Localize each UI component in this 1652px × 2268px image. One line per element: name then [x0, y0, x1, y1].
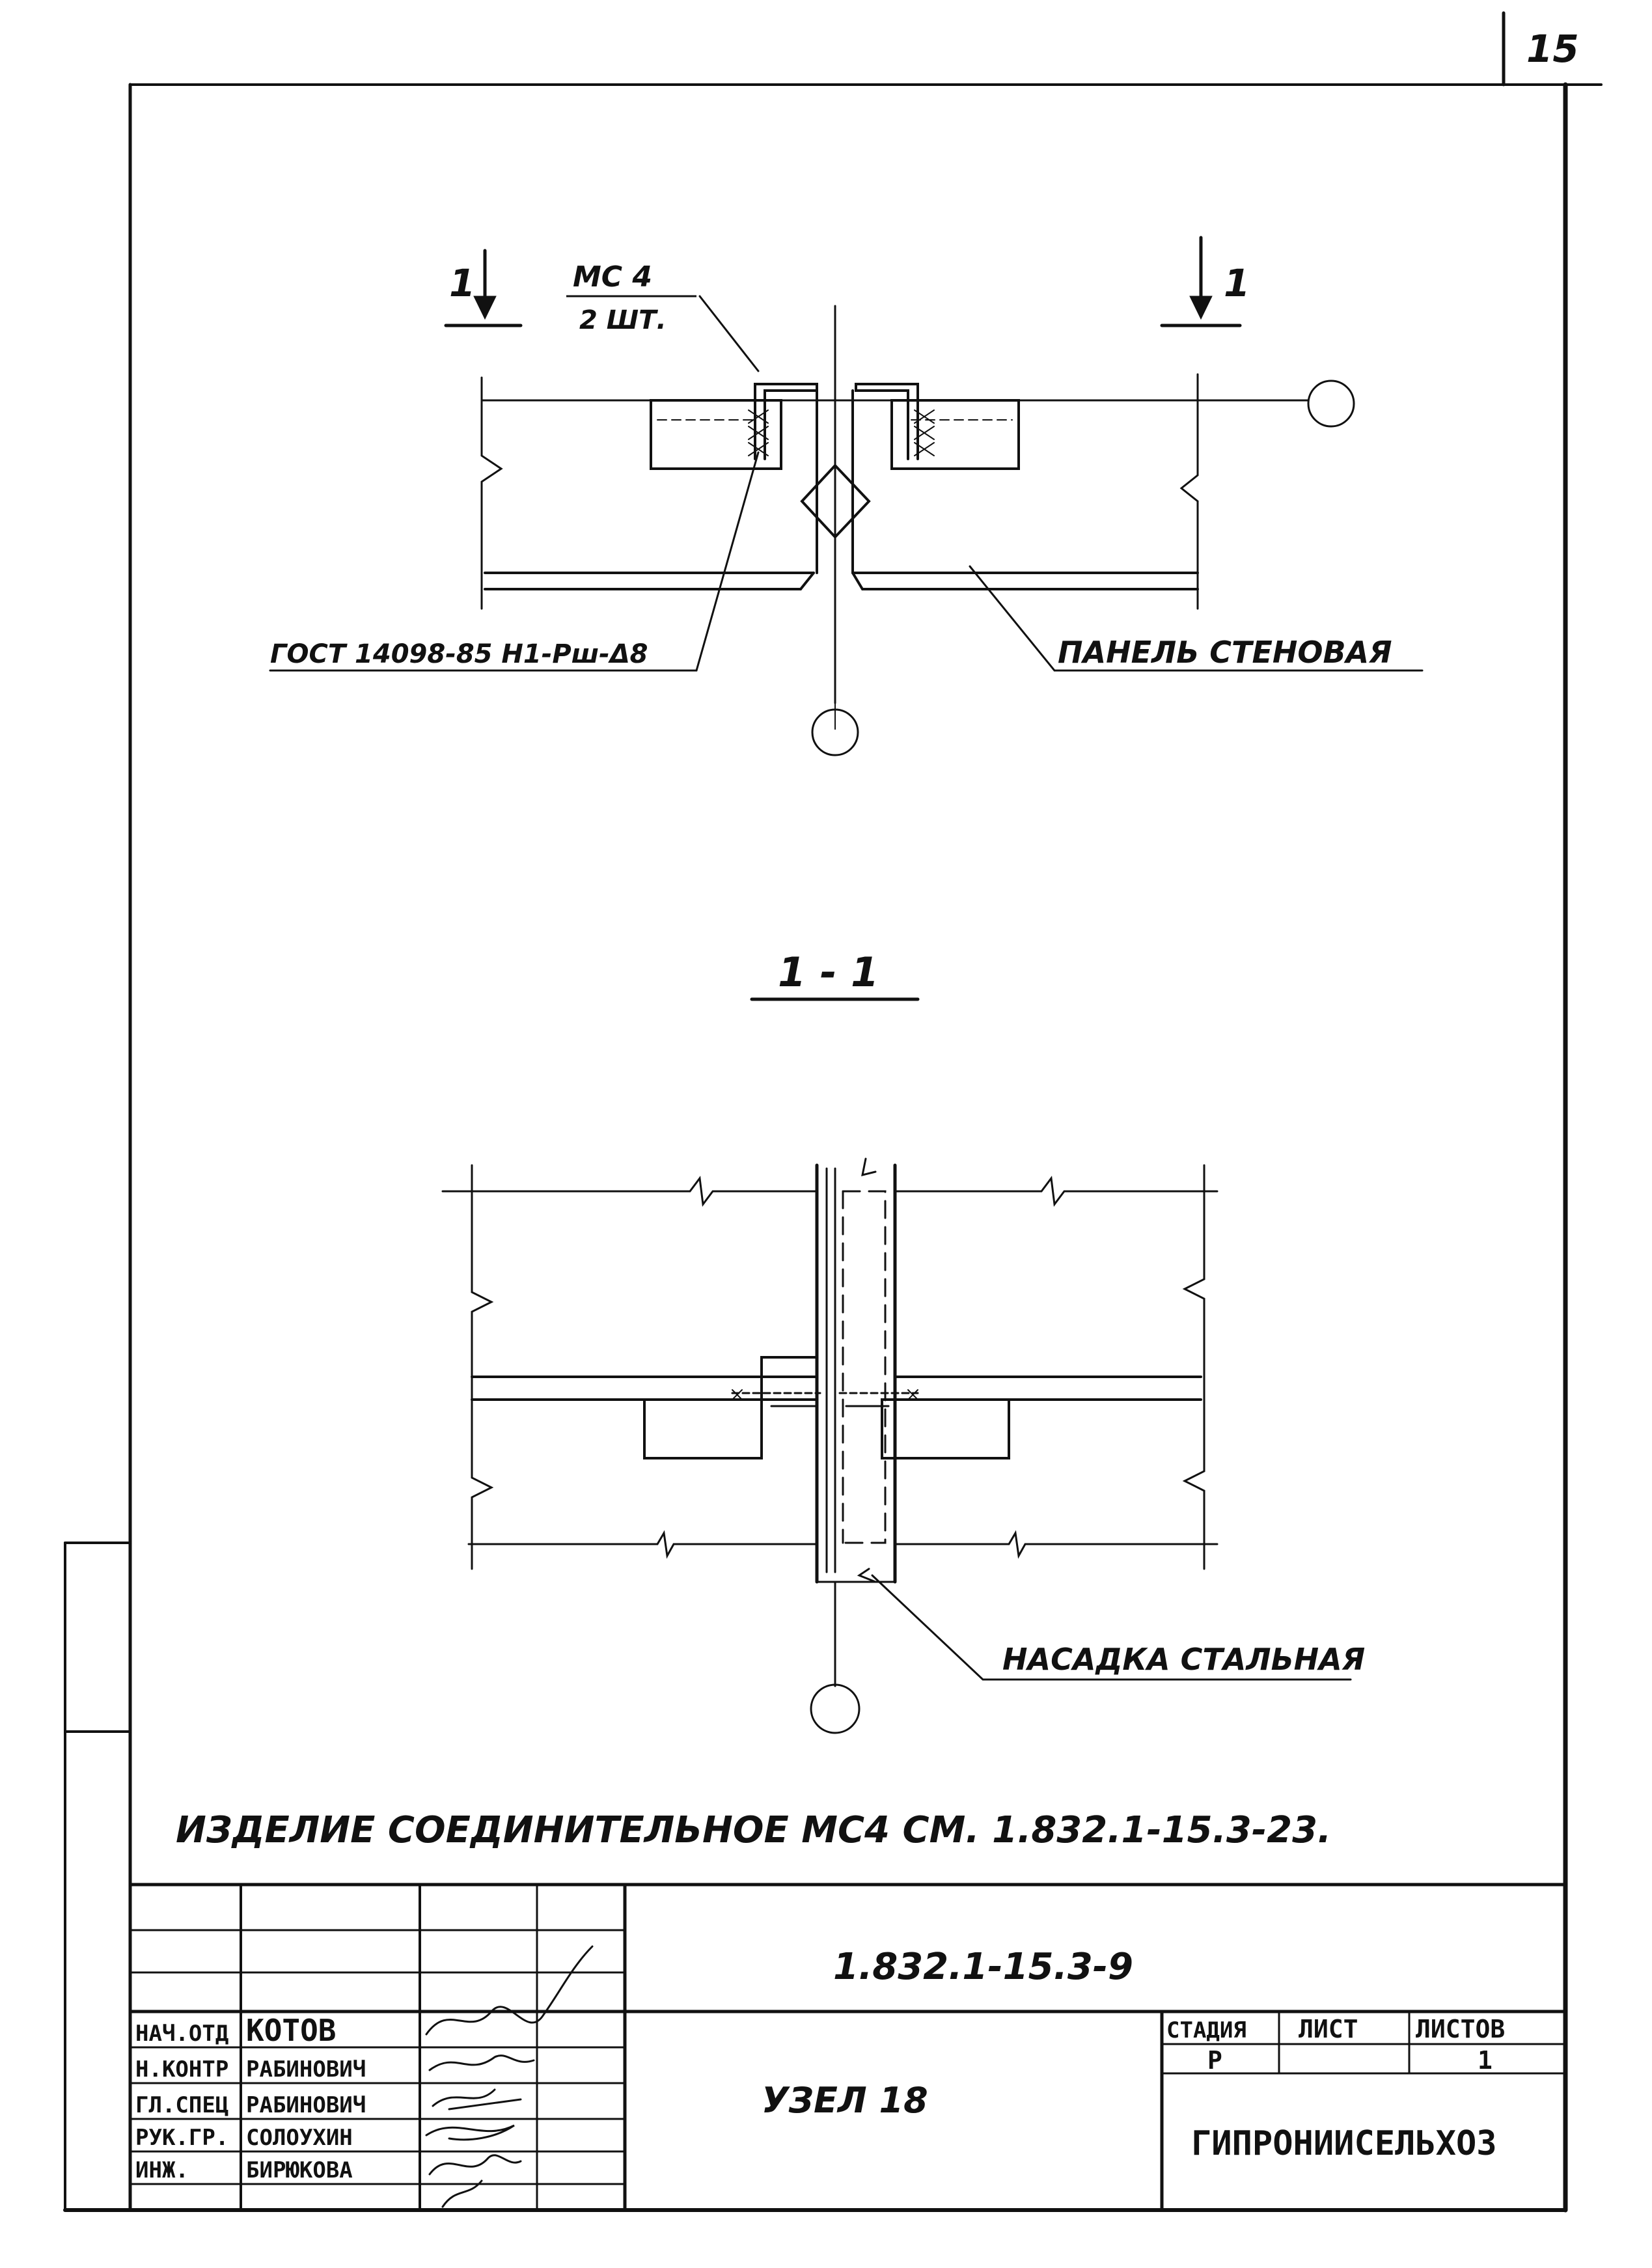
connector-label: МС 4 [573, 260, 652, 294]
section-mark-left: 1 [449, 261, 475, 305]
sheets-value: 1 [1478, 2046, 1493, 2075]
drawing-title: УЗЕЛ 18 [762, 2080, 928, 2121]
role-5: ИНЖ. [135, 2157, 189, 2183]
role-1: НАЧ.ОТД [135, 2021, 228, 2047]
section-title: 1 - 1 [778, 948, 879, 996]
sheets-header: ЛИСТОВ [1416, 2015, 1505, 2043]
title-block-grid [128, 1883, 1567, 2212]
role-3: ГЛ.СПЕЦ [135, 2092, 228, 2118]
nozzle-label: НАСАДКА СТАЛЬНАЯ [1002, 1642, 1365, 1677]
name-3: РАБИНОВИЧ [246, 2092, 366, 2118]
panel-label: ПАНЕЛЬ СТЕНОВАЯ [1058, 635, 1392, 670]
gost-label: ГОСТ 14098-85 Н1-Рш-Δ8 [270, 639, 648, 669]
role-4: РУК.ГР. [135, 2125, 228, 2151]
sheet-number: 15 [1526, 27, 1579, 71]
sheet-frame [63, 11, 1603, 2213]
stage-header: СТАДИЯ [1166, 2017, 1246, 2043]
role-2: Н.КОНТР [135, 2056, 228, 2082]
name-5: БИРЮКОВА [246, 2157, 353, 2183]
name-1: КОТОВ [246, 2013, 336, 2048]
general-note: ИЗДЕЛИЕ СОЕДИНИТЕЛЬНОЕ МС4 СМ. 1.832.1-1… [176, 1809, 1331, 1851]
name-4: СОЛОУХИН [246, 2125, 353, 2151]
signatures [425, 1945, 594, 2208]
stage-value: Р [1207, 2046, 1222, 2075]
connector-qty: 2 ШТ. [579, 305, 667, 335]
section-mark-right: 1 [1224, 261, 1250, 305]
name-2: РАБИНОВИЧ [246, 2056, 366, 2082]
sheet-header: ЛИСТ [1299, 2015, 1358, 2043]
organization: ГИПРОНИИСЕЛЬХОЗ [1191, 2124, 1497, 2163]
binding-strip [64, 1542, 131, 2211]
section-view [441, 997, 1352, 1734]
document-code: 1.832.1-15.3-9 [833, 1946, 1133, 1988]
plan-view [269, 236, 1424, 756]
